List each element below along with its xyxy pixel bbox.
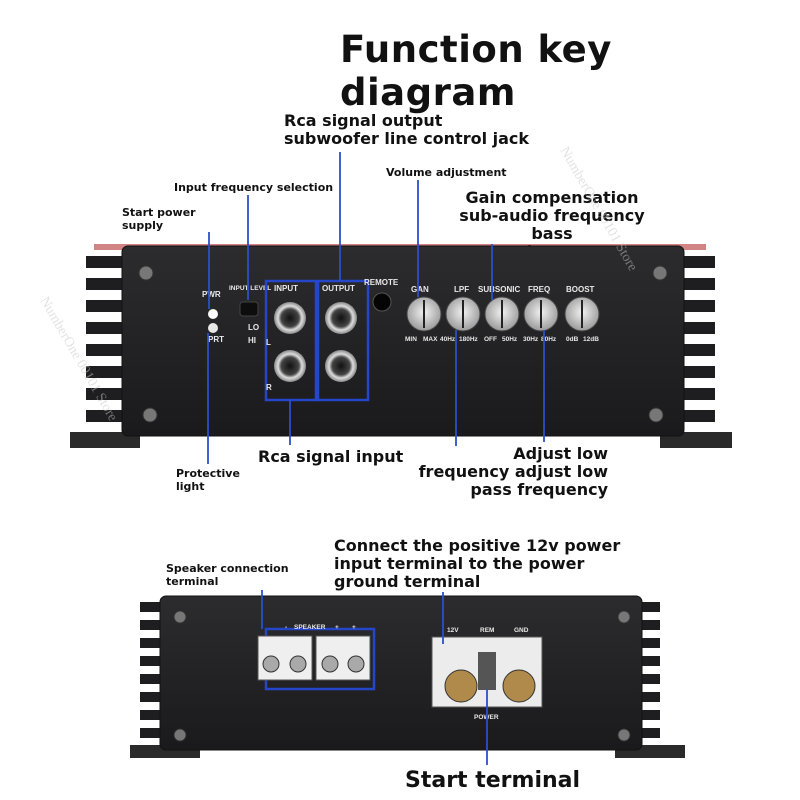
svg-text:+: + bbox=[335, 624, 339, 631]
12v-label: 12V bbox=[447, 627, 459, 634]
callout-lines bbox=[207, 152, 545, 765]
terminal-screw-icon bbox=[262, 655, 365, 673]
gnd-label: GND bbox=[514, 627, 529, 634]
svg-text:SUBSONIC: SUBSONIC bbox=[478, 285, 520, 294]
remote-jack[interactable] bbox=[372, 292, 392, 312]
screw-icon bbox=[173, 610, 631, 742]
remote-label: REMOTE bbox=[364, 278, 399, 287]
callout-protective: Protective light bbox=[176, 467, 240, 493]
page-title: Function key diagram bbox=[340, 28, 612, 114]
callout-volume: Volume adjustment bbox=[386, 166, 507, 179]
rca-output-box bbox=[316, 279, 370, 402]
callout-rca-output: Rca signal output subwoofer line control… bbox=[284, 111, 530, 148]
rem-label: REM bbox=[480, 627, 494, 634]
hi-label: HI bbox=[248, 336, 256, 345]
callout-adjust-low: Adjust low frequency adjust low pass fre… bbox=[418, 444, 608, 499]
svg-text:GAN: GAN bbox=[411, 285, 429, 294]
svg-text:MIN: MIN bbox=[405, 336, 417, 343]
callout-speaker: Speaker connection terminal bbox=[166, 562, 289, 588]
speaker-label: SPEAKER bbox=[294, 624, 326, 631]
input-label: INPUT bbox=[274, 284, 298, 293]
bottom-faceplate bbox=[159, 595, 643, 751]
top-amplifier: PWR PRT INPUT LEVEL LO HI INPUT OUTPUT L… bbox=[70, 244, 732, 448]
svg-text:+: + bbox=[352, 624, 356, 631]
rca-input-box bbox=[264, 279, 318, 402]
callout-start-terminal: Start terminal bbox=[405, 768, 581, 793]
knob-boost[interactable]: BOOST 0dB 12dB bbox=[564, 285, 600, 343]
svg-text:50Hz: 50Hz bbox=[502, 336, 518, 343]
r-label: R bbox=[266, 383, 272, 392]
rca-output-right-jack[interactable] bbox=[325, 350, 357, 382]
svg-text:80Hz: 80Hz bbox=[541, 336, 557, 343]
l-label: L bbox=[266, 338, 271, 347]
gnd-terminal-icon bbox=[502, 669, 536, 703]
callout-positive: Connect the positive 12v power input ter… bbox=[334, 536, 621, 591]
lo-label: LO bbox=[248, 323, 259, 332]
rca-input-right-jack[interactable] bbox=[274, 350, 306, 382]
callout-start-power: Start power supply bbox=[122, 206, 196, 232]
svg-text:-: - bbox=[285, 624, 287, 631]
input-level-switch[interactable] bbox=[239, 301, 259, 317]
screw-icon bbox=[138, 265, 668, 423]
input-level-label: INPUT LEVEL bbox=[229, 285, 271, 292]
svg-text:180Hz: 180Hz bbox=[459, 336, 479, 343]
svg-text:12dB: 12dB bbox=[583, 336, 599, 343]
power-led-icon bbox=[208, 309, 218, 319]
prt-label: PRT bbox=[208, 335, 224, 344]
rca-input-left-jack[interactable] bbox=[274, 302, 306, 334]
top-faceplate bbox=[121, 245, 685, 437]
svg-text:NumberOne 00101 Store: NumberOne 00101 Store bbox=[37, 295, 120, 424]
svg-text:LPF: LPF bbox=[454, 285, 469, 294]
knob-gain[interactable]: GAN MIN MAX bbox=[405, 285, 442, 343]
callout-input-frequency: Input frequency selection bbox=[174, 181, 334, 194]
callout-rca-input: Rca signal input bbox=[258, 447, 404, 466]
rca-output-left-jack[interactable] bbox=[325, 302, 357, 334]
output-label: OUTPUT bbox=[322, 284, 355, 293]
rem-terminal bbox=[478, 652, 496, 690]
pwr-label: PWR bbox=[202, 290, 221, 299]
protect-led-icon bbox=[208, 323, 218, 333]
svg-text:BOOST: BOOST bbox=[566, 285, 595, 294]
knob-freq[interactable]: FREQ 30Hz 80Hz bbox=[523, 285, 559, 343]
svg-text:30Hz: 30Hz bbox=[523, 336, 539, 343]
knob-subsonic[interactable]: SUBSONIC OFF 50Hz bbox=[478, 285, 520, 343]
svg-text:FREQ: FREQ bbox=[528, 285, 550, 294]
12v-terminal-icon bbox=[444, 669, 478, 703]
svg-text:0dB: 0dB bbox=[566, 336, 579, 343]
svg-text:40Hz: 40Hz bbox=[440, 336, 456, 343]
bottom-amplifier: - SPEAKER + + 12V REM GND POWER bbox=[130, 595, 685, 758]
knob-lpf[interactable]: LPF 40Hz 180Hz bbox=[440, 285, 481, 343]
svg-text:OFF: OFF bbox=[484, 336, 497, 343]
svg-text:MAX: MAX bbox=[423, 336, 438, 343]
